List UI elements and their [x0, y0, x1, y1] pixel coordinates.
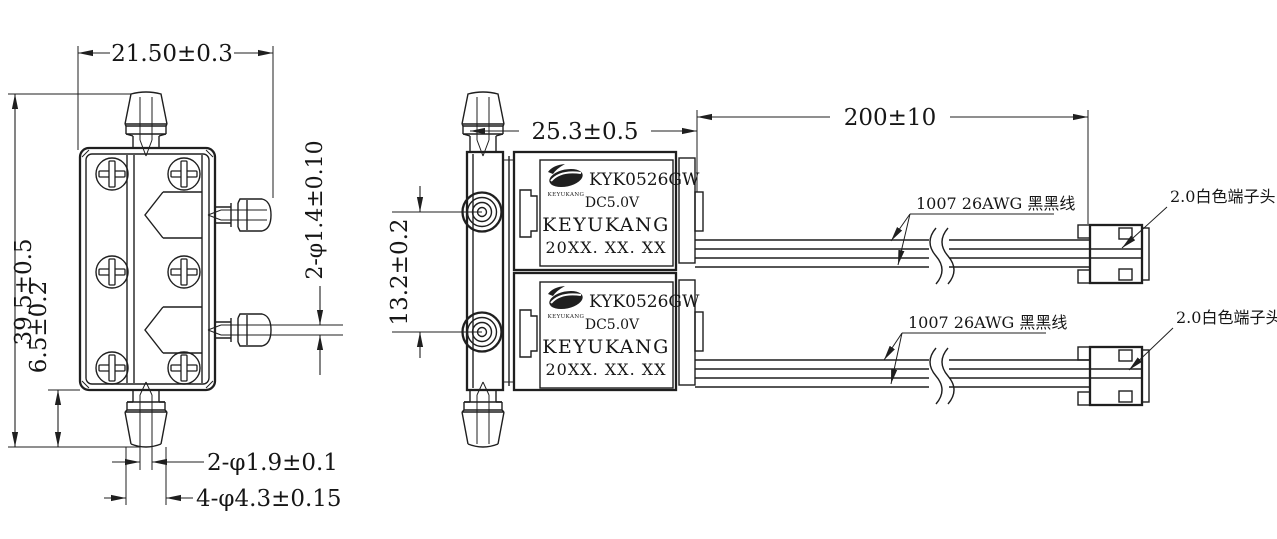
wire-break-icon — [929, 347, 955, 405]
dim-barb-od-text: 4-φ4.3±0.15 — [196, 486, 342, 512]
terminal-connector-upper — [1077, 223, 1150, 285]
pump-head-plate — [465, 150, 514, 392]
front-view: 21.50±0.3 39.5±0.5 6.5±0.2 2-φ1.4±0.10 2… — [8, 41, 343, 512]
dimension-width: 21.50±0.3 — [77, 41, 274, 198]
dimension-bottom-hole: 2-φ1.9±0.1 — [112, 450, 338, 476]
screw-icon — [95, 351, 129, 385]
dimension-barb-od: 4-φ4.3±0.15 — [104, 486, 342, 512]
connector-callout-upper: 2.0白色端子头 — [1121, 187, 1275, 249]
connector-label: 2.0白色端子头 — [1170, 187, 1275, 206]
side-barb-fitting-upper — [207, 198, 272, 232]
motor-brand: KEYUKANG — [542, 214, 670, 236]
motor-brand: KEYUKANG — [542, 336, 670, 358]
wire-break-icon — [929, 227, 955, 285]
side-barb-fitting-lower — [207, 313, 343, 347]
motor-voltage: DC5.0V — [585, 195, 640, 211]
connector-label: 2.0白色端子头 — [1176, 308, 1277, 327]
wire-callout-lower: 1007 26AWG 黑黑线 — [883, 313, 1067, 385]
wire-callout-upper: 1007 26AWG 黑黑线 — [890, 194, 1075, 266]
dimension-port-spacing: 13.2±0.2 — [387, 186, 482, 358]
side-view: KEYUKANG KYK0526GW DC5.0V KEYUKANG 20XX.… — [387, 91, 1277, 448]
top-barb-fitting — [124, 91, 168, 157]
side-view-bottom-barb — [461, 381, 505, 448]
connector-callout-lower: 2.0白色端子头 — [1128, 308, 1277, 371]
keyukang-logo-icon — [548, 164, 583, 188]
screw-icon — [95, 255, 129, 289]
dimension-side-hole: 2-φ1.4±0.10 — [303, 140, 328, 375]
logo-text: KEYUKANG — [548, 314, 585, 320]
side-view-top-barb — [461, 91, 505, 157]
keyukang-logo-icon — [548, 286, 583, 310]
wire-label: 1007 26AWG 黑黑线 — [908, 313, 1067, 332]
dim-width-text: 21.50±0.3 — [111, 41, 233, 67]
screw-icon — [167, 157, 201, 191]
valve-chevrons — [144, 191, 202, 354]
dim-wire-length-text: 200±10 — [844, 105, 936, 131]
dim-bottom-hole-text: 2-φ1.9±0.1 — [207, 450, 338, 476]
mounting-brackets — [519, 189, 538, 358]
dimension-bottom-offset: 6.5±0.2 — [26, 281, 80, 447]
motor-date: 20XX. XX. XX — [545, 238, 666, 257]
dim-side-hole-text: 2-φ1.4±0.10 — [303, 140, 328, 279]
dimension-depth: 25.3±0.5 — [470, 119, 697, 145]
dim-height-text: 39.5±0.5 — [11, 238, 37, 345]
screw-icon — [167, 351, 201, 385]
wire-label: 1007 26AWG 黑黑线 — [916, 194, 1075, 213]
dim-bottom-offset-text: 6.5±0.2 — [26, 281, 52, 373]
motor-date: 20XX. XX. XX — [545, 360, 666, 379]
screw-icon — [167, 255, 201, 289]
front-body-outline — [78, 146, 217, 392]
wire-pair-upper — [695, 227, 1090, 285]
motor-model: KYK0526GW — [589, 170, 700, 190]
motor-voltage: DC5.0V — [585, 317, 640, 333]
screw-icon — [95, 157, 129, 191]
bottom-barb-fitting — [124, 381, 168, 505]
dimension-height: 39.5±0.5 — [8, 93, 140, 448]
motor-lower: KEYUKANG KYK0526GW DC5.0V KEYUKANG 20XX.… — [512, 271, 704, 392]
logo-text: KEYUKANG — [548, 192, 585, 198]
motor-upper: KEYUKANG KYK0526GW DC5.0V KEYUKANG 20XX.… — [512, 150, 704, 272]
dim-depth-text: 25.3±0.5 — [531, 119, 638, 145]
dim-port-spacing-text: 13.2±0.2 — [387, 218, 413, 325]
motor-model: KYK0526GW — [589, 292, 700, 312]
screws — [95, 157, 201, 385]
wire-pair-lower — [695, 347, 1090, 405]
dimension-wire-length: 200±10 — [696, 105, 1089, 224]
terminal-connector-lower — [1077, 345, 1150, 407]
